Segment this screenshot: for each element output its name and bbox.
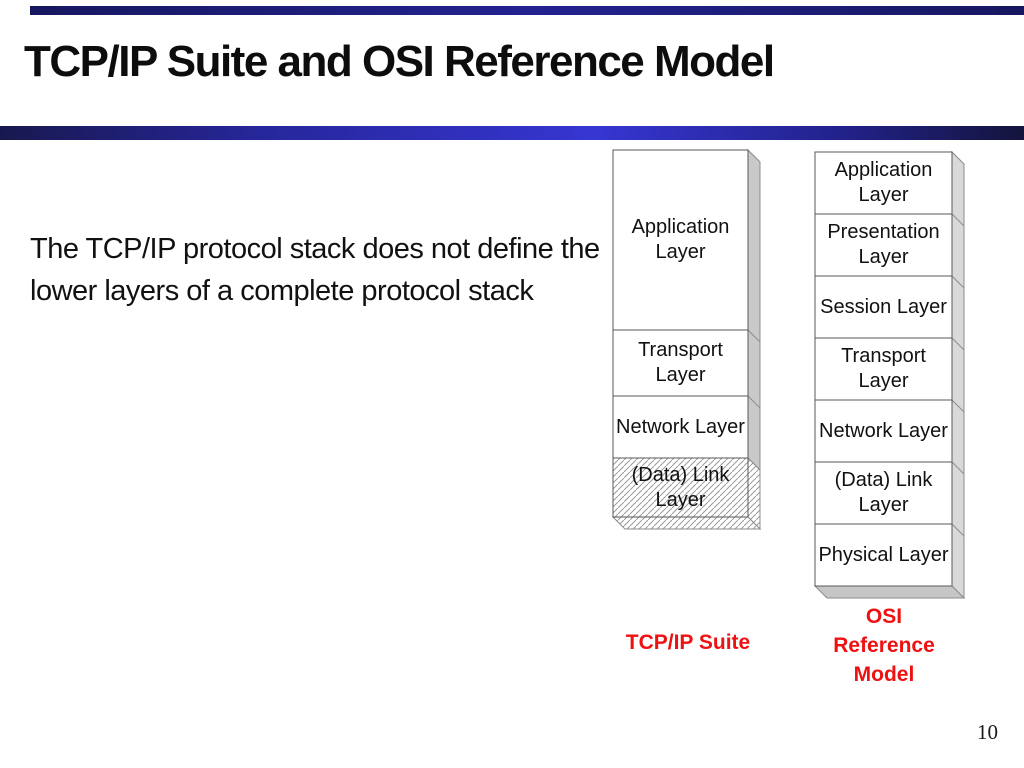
osi-layer-physical: Physical Layer [818, 543, 949, 566]
tcpip-layer-transport: Transport Layer [638, 339, 723, 386]
tcpip-hatched-bottom-face [612, 516, 762, 530]
osi-layer-network: Network Layer [819, 419, 948, 442]
osi-session-box [814, 275, 953, 339]
osi-layer-session: Session Layer [820, 295, 947, 318]
tcpip-datalink-hatched-box [612, 457, 749, 518]
osi-layer-application: Application Layer [834, 159, 933, 206]
osi-layer-transport: Transport Layer [841, 345, 926, 392]
tcpip-side-separator [747, 395, 761, 409]
tcpip-side-separator [747, 329, 761, 343]
osi-transport-box [814, 337, 953, 401]
osi-layer-presentation: Presentation Layer [827, 221, 940, 268]
osi-side-separator [951, 523, 965, 537]
osi-presentation-box [814, 213, 953, 277]
tcpip-stack-diagram [612, 148, 762, 531]
osi-datalink-box [814, 461, 953, 525]
top-accent-bar [30, 6, 1024, 15]
page-number: 10 [977, 720, 998, 744]
tcpip-application-box [612, 149, 749, 331]
osi-stack-diagram [814, 150, 966, 600]
tcpip-transport-box [612, 329, 749, 397]
tcpip-layer-datalink: (Data) Link Layer [631, 463, 730, 511]
osi-side-separator [951, 213, 965, 227]
tcpip-layer-network: Network Layer [616, 415, 745, 438]
osi-side-separator [951, 275, 965, 289]
osi-right-side-face [951, 150, 965, 600]
body-text: The TCP/IP protocol stack does not defin… [30, 233, 600, 307]
osi-physical-box [814, 523, 953, 587]
osi-side-separator [951, 337, 965, 351]
osi-side-separator [951, 461, 965, 475]
slide-title: TCP/IP Suite and OSI Reference Model [24, 37, 775, 86]
osi-bottom-face [814, 585, 966, 599]
osi-application-box [814, 151, 953, 215]
osi-stack-caption: OSI Reference Model [833, 605, 935, 686]
tcpip-right-side-face [747, 148, 761, 472]
osi-layer-datalink: (Data) Link Layer [834, 469, 933, 516]
title-divider-bar [0, 126, 1024, 140]
tcpip-layer-application: Application Layer [631, 216, 730, 263]
osi-side-separator [951, 399, 965, 413]
tcpip-stack-caption: TCP/IP Suite [625, 631, 751, 654]
